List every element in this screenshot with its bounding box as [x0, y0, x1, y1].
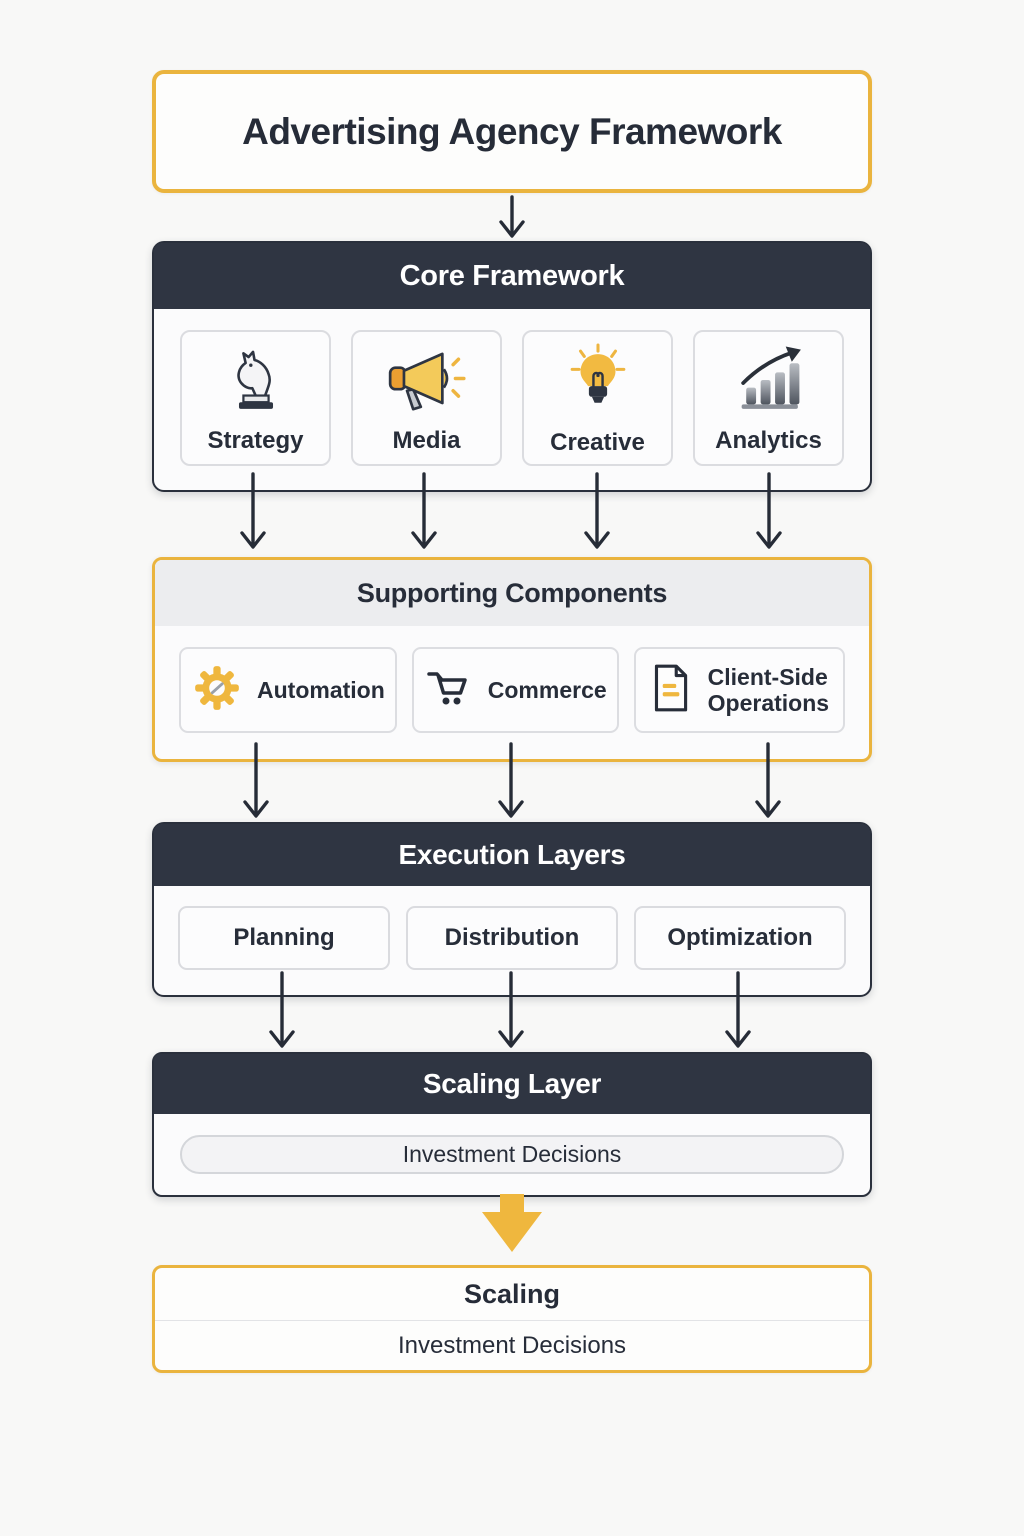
gear-icon — [191, 662, 243, 719]
core-card-label: Strategy — [207, 426, 304, 454]
diagram-title: Advertising Agency Framework — [242, 110, 782, 152]
execution-layers-section: Execution Layers Planning Distribution O… — [152, 822, 872, 997]
cart-icon — [424, 663, 474, 718]
core-card-label: Analytics — [715, 426, 822, 454]
core-framework-header: Core Framework — [154, 243, 870, 309]
core-framework-section: Core Framework Strategy — [152, 241, 872, 492]
supporting-card-commerce: Commerce — [411, 647, 619, 733]
execution-card-optimization: Optimization — [634, 906, 846, 970]
supporting-components-section: Supporting Components — [152, 557, 872, 762]
document-icon — [646, 662, 694, 719]
scaling-layer-section: Scaling Layer Investment Decisions — [152, 1052, 872, 1197]
supporting-card-label: Client-Side Operations — [707, 663, 830, 716]
execution-card-distribution: Distribution — [406, 906, 618, 970]
scaling-layer-header: Scaling Layer — [154, 1054, 870, 1114]
supporting-card-automation: Automation — [179, 647, 397, 733]
core-card-label: Media — [392, 426, 461, 454]
megaphone-icon — [384, 342, 470, 418]
core-card-media: Media — [351, 330, 502, 466]
diagram-title-box: Advertising Agency Framework — [152, 70, 872, 193]
arrow-scaling-layer-to-scaling — [482, 1194, 542, 1252]
supporting-components-header: Supporting Components — [155, 560, 869, 626]
core-card-strategy: Strategy — [180, 330, 331, 466]
core-card-label: Creative — [550, 428, 645, 456]
scaling-item-investment-decisions: Investment Decisions — [397, 1331, 627, 1359]
supporting-card-label: Commerce — [487, 676, 607, 703]
lightbulb-icon — [560, 340, 636, 420]
scaling-divider — [155, 1320, 869, 1321]
execution-layers-header: Execution Layers — [154, 824, 870, 886]
knight-icon — [219, 342, 293, 418]
scaling-layer-body: Investment Decisions — [154, 1114, 870, 1195]
arrow-title-to-core — [499, 195, 525, 238]
execution-layers-body: Planning Distribution Optimization — [154, 886, 870, 995]
bar-chart-icon — [729, 342, 809, 418]
supporting-card-label: Automation — [257, 676, 385, 703]
execution-card-planning: Planning — [178, 906, 390, 970]
core-card-analytics: Analytics — [693, 330, 844, 466]
supporting-card-client-side-operations: Client-Side Operations — [633, 647, 845, 733]
core-framework-body: Strategy Media — [154, 309, 870, 490]
scaling-header: Scaling — [463, 1278, 561, 1309]
core-card-creative: Creative — [522, 330, 673, 466]
scaling-section: Scaling Investment Decisions — [152, 1265, 872, 1373]
investment-decisions-pill: Investment Decisions — [180, 1135, 844, 1174]
supporting-components-body: Automation Commerce — [155, 626, 869, 759]
